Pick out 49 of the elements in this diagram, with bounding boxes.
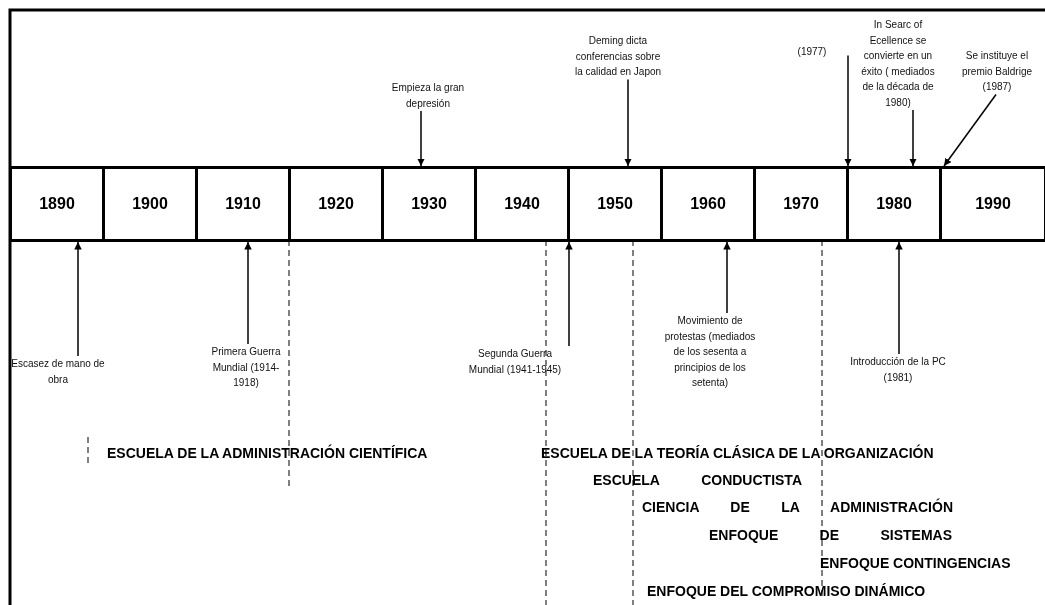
school-label: ESCUELA DE LA ADMINISTRACIÓN CIENTÍFICA	[107, 444, 428, 462]
year-label: 1990	[975, 195, 1011, 213]
year-cell	[847, 166, 941, 242]
year-label: 1910	[225, 195, 261, 213]
year-cell	[754, 166, 848, 242]
year-label: 1930	[411, 195, 447, 213]
event-label: Primera Guerra Mundial (1914-1918)	[200, 344, 292, 391]
event-label: In Searc of Ecellence se convierte en un éxito ( mediados de la década de 1980)	[858, 17, 938, 110]
arrow	[723, 241, 731, 314]
year-cell	[568, 166, 662, 242]
arrow	[244, 241, 252, 345]
year-label: 1900	[132, 195, 168, 213]
arrow	[417, 110, 425, 167]
year-cell	[103, 166, 197, 242]
arrow	[74, 241, 82, 357]
school-label: ENFOQUE CONTINGENCIAS	[820, 554, 1011, 572]
arrow	[624, 78, 632, 167]
year-label: 1980	[876, 195, 912, 213]
year-label: 1920	[318, 195, 354, 213]
school-label: ENFOQUE DEL COMPROMISO DINÁMICO	[647, 582, 926, 600]
event-label: Se instituye el premio Baldrige (1987)	[950, 48, 1044, 95]
event-label: Introducción de la PC (1981)	[845, 354, 951, 385]
year-label: 1940	[504, 195, 540, 213]
year-cell	[382, 166, 476, 242]
arrow	[909, 109, 917, 167]
school-label: ESCUELA DE LA TEORÍA CLÁSICA DE LA ORGANIZACIÓN	[541, 444, 934, 462]
year-cell	[289, 166, 383, 242]
arrow	[565, 241, 573, 347]
event-label: Movimiento de protestas (mediados de los sesenta a principios de los setenta)	[658, 313, 762, 391]
arrow	[943, 93, 997, 167]
arrow	[895, 241, 903, 355]
year-cell	[475, 166, 569, 242]
year-label: 1970	[783, 195, 819, 213]
event-label: Escasez de mano de obra	[8, 356, 108, 387]
year-cell	[940, 166, 1045, 242]
year-cell	[661, 166, 755, 242]
year-cell	[196, 166, 290, 242]
arrow	[844, 54, 852, 167]
event-label: Segunda Guerra Mundial (1941-1945)	[467, 346, 563, 377]
school-label: ESCUELA CONDUCTISTA	[593, 471, 802, 489]
school-label: ENFOQUE DE SISTEMAS	[709, 526, 952, 544]
year-label: 1890	[39, 195, 75, 213]
year-label: 1950	[597, 195, 633, 213]
year-cell	[10, 166, 104, 242]
year-label: 1960	[690, 195, 726, 213]
event-label: Deming dicta conferencias sobre la calidad en Japon	[572, 33, 664, 80]
event-label: (1977)	[770, 44, 854, 60]
event-label: Empieza la gran depresión	[378, 80, 478, 111]
school-label: CIENCIA DE LA ADMINISTRACIÓN	[642, 498, 953, 516]
